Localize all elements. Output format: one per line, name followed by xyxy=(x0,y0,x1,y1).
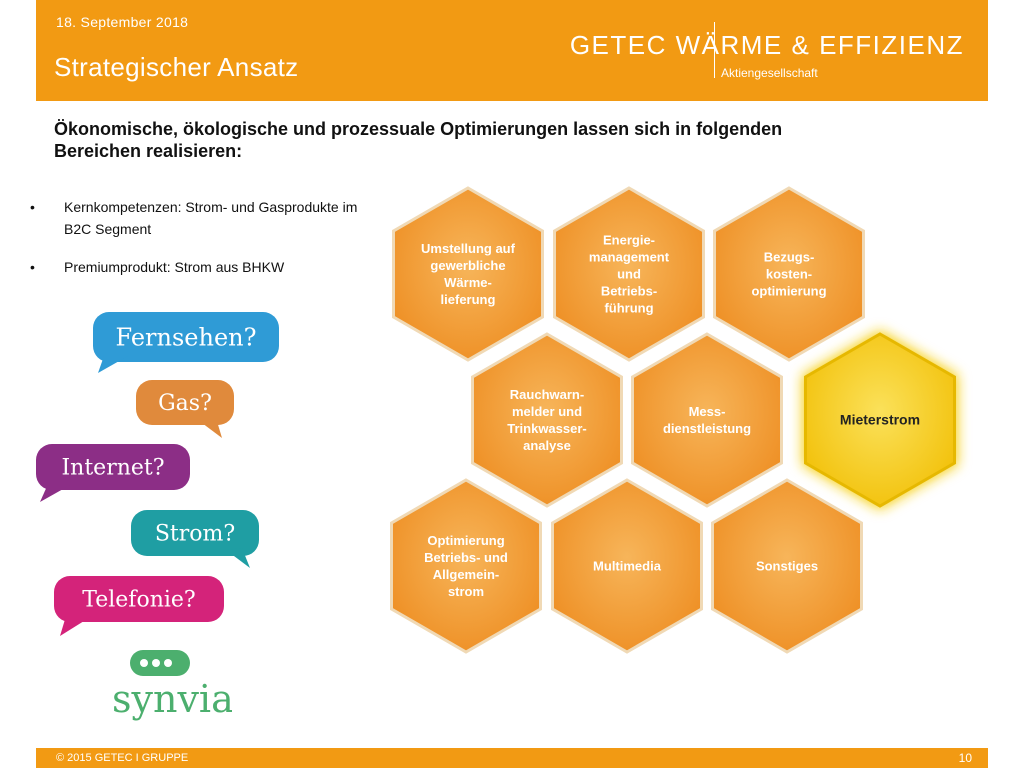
slide-date: 18. September 2018 xyxy=(56,14,189,30)
bullet-item: • Premiumprodukt: Strom aus BHKW xyxy=(30,256,400,278)
speech-bubble xyxy=(93,312,279,362)
bullet-text: Kernkompetenzen: Strom- und Gasprodukte … xyxy=(64,199,358,237)
speech-bubble xyxy=(54,576,224,622)
speech-bubble-tail-icon xyxy=(98,356,128,373)
page-number: 10 xyxy=(958,751,972,765)
hexagon-label: Optimierung Betriebs- und Allgemein- str… xyxy=(424,533,508,599)
hexagon-label: Umstellung auf gewerbliche Wärme- liefer… xyxy=(421,241,515,307)
bullet-dot-icon: • xyxy=(30,259,35,275)
slide-title: Strategischer Ansatz xyxy=(54,52,299,82)
synvia-wordmark: synvia xyxy=(112,677,232,721)
hexagon-label: Sonstiges xyxy=(755,558,819,574)
header-bar: 18. September 2018 Strategischer Ansatz … xyxy=(36,0,988,101)
speech-bubble xyxy=(131,510,259,556)
hexagon-label: Energie- management und Betriebs- führun… xyxy=(588,232,670,316)
speech-bubble xyxy=(36,444,190,490)
hexagon-label: Rauchwarn- melder und Trinkwasser- analy… xyxy=(507,387,587,453)
hexagon-label: Mieterstrom xyxy=(839,411,921,428)
speech-bubble-text: Internet? xyxy=(61,456,164,481)
speech-bubbles: Fernsehen? Gas? Internet? Strom? Telefonie? xyxy=(36,312,279,636)
speech-bubble-tail-icon xyxy=(198,418,222,438)
bullet-list: • Kernkompetenzen: Strom- und Gasprodukt… xyxy=(30,196,400,294)
brand-subtitle: Aktiengesellschaft xyxy=(721,66,818,80)
footer-copyright: © 2015 GETEC I GRUPPE xyxy=(56,752,189,764)
brand-logo-text: GETEC WÄRME & EFFIZIENZ xyxy=(569,30,964,60)
speech-bubble-text: Strom? xyxy=(155,522,235,547)
synvia-logo: synvia xyxy=(112,650,232,721)
intro-heading: Ökonomische, ökologische und prozessuale… xyxy=(54,119,783,161)
brand-divider xyxy=(714,22,715,78)
bullet-dot-icon: • xyxy=(30,199,35,215)
hexagon-label: Multimedia xyxy=(593,558,661,574)
footer-bar: © 2015 GETEC I GRUPPE 10 xyxy=(36,748,988,768)
speech-bubble-text: Gas? xyxy=(158,391,212,416)
hexagon-label: Bezugs- kosten- optimierung xyxy=(751,249,827,299)
speech-bubble-tail-icon xyxy=(226,548,250,568)
hexagon-label: Mess- dienstleistung xyxy=(662,404,752,436)
speech-bubble-tail-icon xyxy=(40,484,72,502)
speech-bubble-text: Telefonie? xyxy=(82,588,195,613)
speech-bubble xyxy=(136,380,234,425)
bullet-text: Premiumprodukt: Strom aus BHKW xyxy=(64,259,285,275)
speech-bubble-text: Fernsehen? xyxy=(116,323,257,351)
speech-bubble-tail-icon xyxy=(60,616,92,636)
bullet-item: • Kernkompetenzen: Strom- und Gasprodukt… xyxy=(30,196,400,240)
